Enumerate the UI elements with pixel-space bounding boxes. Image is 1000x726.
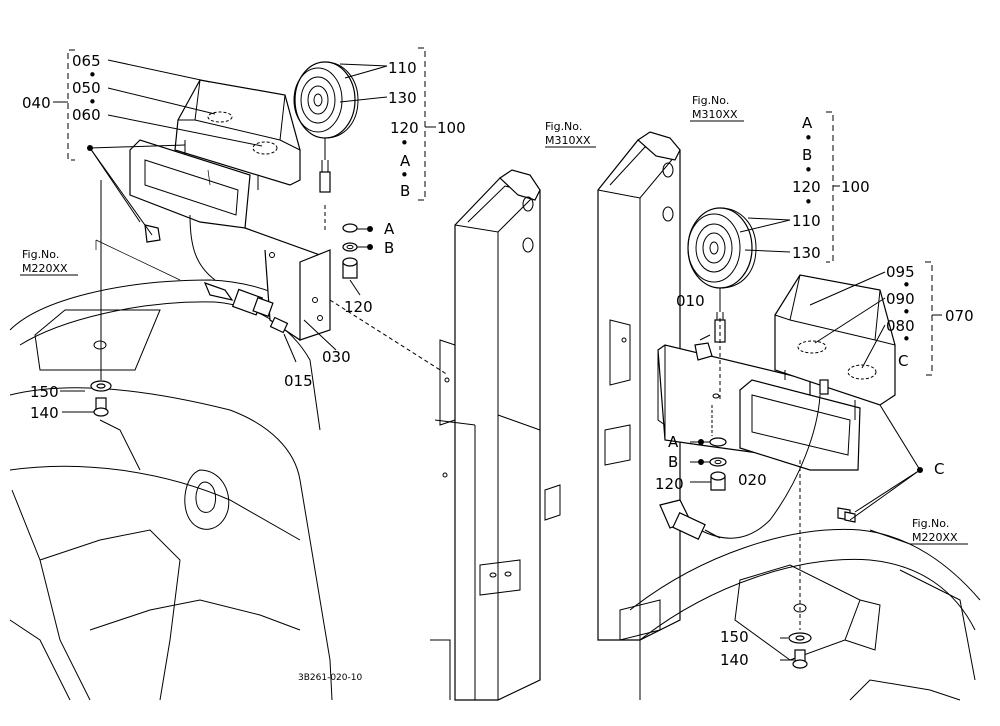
left-hardware <box>342 223 373 296</box>
right-labels: A • B • 120 100 • 110 130 095 • 090 • 08… <box>655 114 974 669</box>
label-150-right: 150 <box>720 628 749 646</box>
label-110-left: 110 <box>388 59 417 77</box>
fig-ref-3-caption: Fig.No. <box>692 94 729 107</box>
label-120-left: 120 <box>390 119 419 137</box>
left-label-brackets <box>53 47 436 236</box>
label-070: 070 <box>945 307 974 325</box>
label-120-right-nut: 120 <box>655 475 684 493</box>
label-140-left: 140 <box>30 404 59 422</box>
fig-ref-3-code: M310XX <box>692 108 738 121</box>
label-010: 010 <box>676 292 705 310</box>
dot-7: • <box>804 193 813 211</box>
dot-1: • <box>88 66 97 84</box>
label-065: 065 <box>72 52 101 70</box>
label-140-right: 140 <box>720 651 749 669</box>
label-b-left: B <box>384 239 394 257</box>
label-080: 080 <box>886 317 915 335</box>
fig-ref-4-caption: Fig.No. <box>912 517 949 530</box>
right-hardware <box>690 405 727 491</box>
label-090: 090 <box>886 290 915 308</box>
label-b-left-group: B <box>400 182 410 200</box>
label-020: 020 <box>738 471 767 489</box>
drawing-number: 3B261-020-10 <box>298 673 362 683</box>
figure-references: Fig.No. M220XX Fig.No. M310XX Fig.No. M3… <box>22 94 958 544</box>
fig-ref-1-code: M220XX <box>22 262 68 275</box>
right-column <box>597 131 681 641</box>
center-column <box>430 169 561 701</box>
label-c-group: C <box>898 352 908 370</box>
right-label-brackets <box>739 111 942 376</box>
label-095: 095 <box>886 263 915 281</box>
fig-ref-2-caption: Fig.No. <box>545 120 582 133</box>
label-100-left: 100 <box>437 119 466 137</box>
label-a-left: A <box>384 220 395 238</box>
fig-ref-2-code: M310XX <box>545 134 591 147</box>
fig-ref-4-code: M220XX <box>912 531 958 544</box>
label-130-right: 130 <box>792 244 821 262</box>
right-fender-bolt <box>780 632 812 669</box>
right-lamp-assembly <box>657 207 896 630</box>
right-fender <box>629 528 981 701</box>
dot-10: • <box>902 330 911 348</box>
label-150-left: 150 <box>30 383 59 401</box>
left-fender-bolt <box>60 180 112 417</box>
dot-5: • <box>804 129 813 147</box>
right-nuts-c <box>837 404 923 523</box>
label-b-right: B <box>668 453 678 471</box>
label-040: 040 <box>22 94 51 112</box>
dot-3: • <box>400 134 409 152</box>
label-110-right: 110 <box>792 212 821 230</box>
left-labels: 065 • 050 • 060 040 110 130 120 100 • A … <box>22 52 466 422</box>
label-015: 015 <box>284 372 313 390</box>
fig-ref-1-caption: Fig.No. <box>22 248 59 261</box>
label-a-right: A <box>668 433 679 451</box>
fig-ref-leaders <box>20 120 968 545</box>
label-030: 030 <box>322 348 351 366</box>
label-060: 060 <box>72 106 101 124</box>
label-050: 050 <box>72 79 101 97</box>
label-130-left: 130 <box>388 89 417 107</box>
label-120-right: 120 <box>792 178 821 196</box>
dot-9: • <box>902 303 911 321</box>
dot-8: • <box>902 276 911 294</box>
label-a-right-group: A <box>802 114 813 132</box>
left-fender <box>9 239 333 701</box>
label-a-left-group: A <box>400 152 411 170</box>
label-b-right-group: B <box>802 146 812 164</box>
dot-6: • <box>804 161 813 179</box>
label-100-right: 100 <box>841 178 870 196</box>
dot-2: • <box>88 93 97 111</box>
label-120-left-nut: 120 <box>344 298 373 316</box>
left-lamp-assembly <box>129 61 449 376</box>
label-c: C <box>934 460 944 478</box>
dot-4: • <box>400 166 409 184</box>
